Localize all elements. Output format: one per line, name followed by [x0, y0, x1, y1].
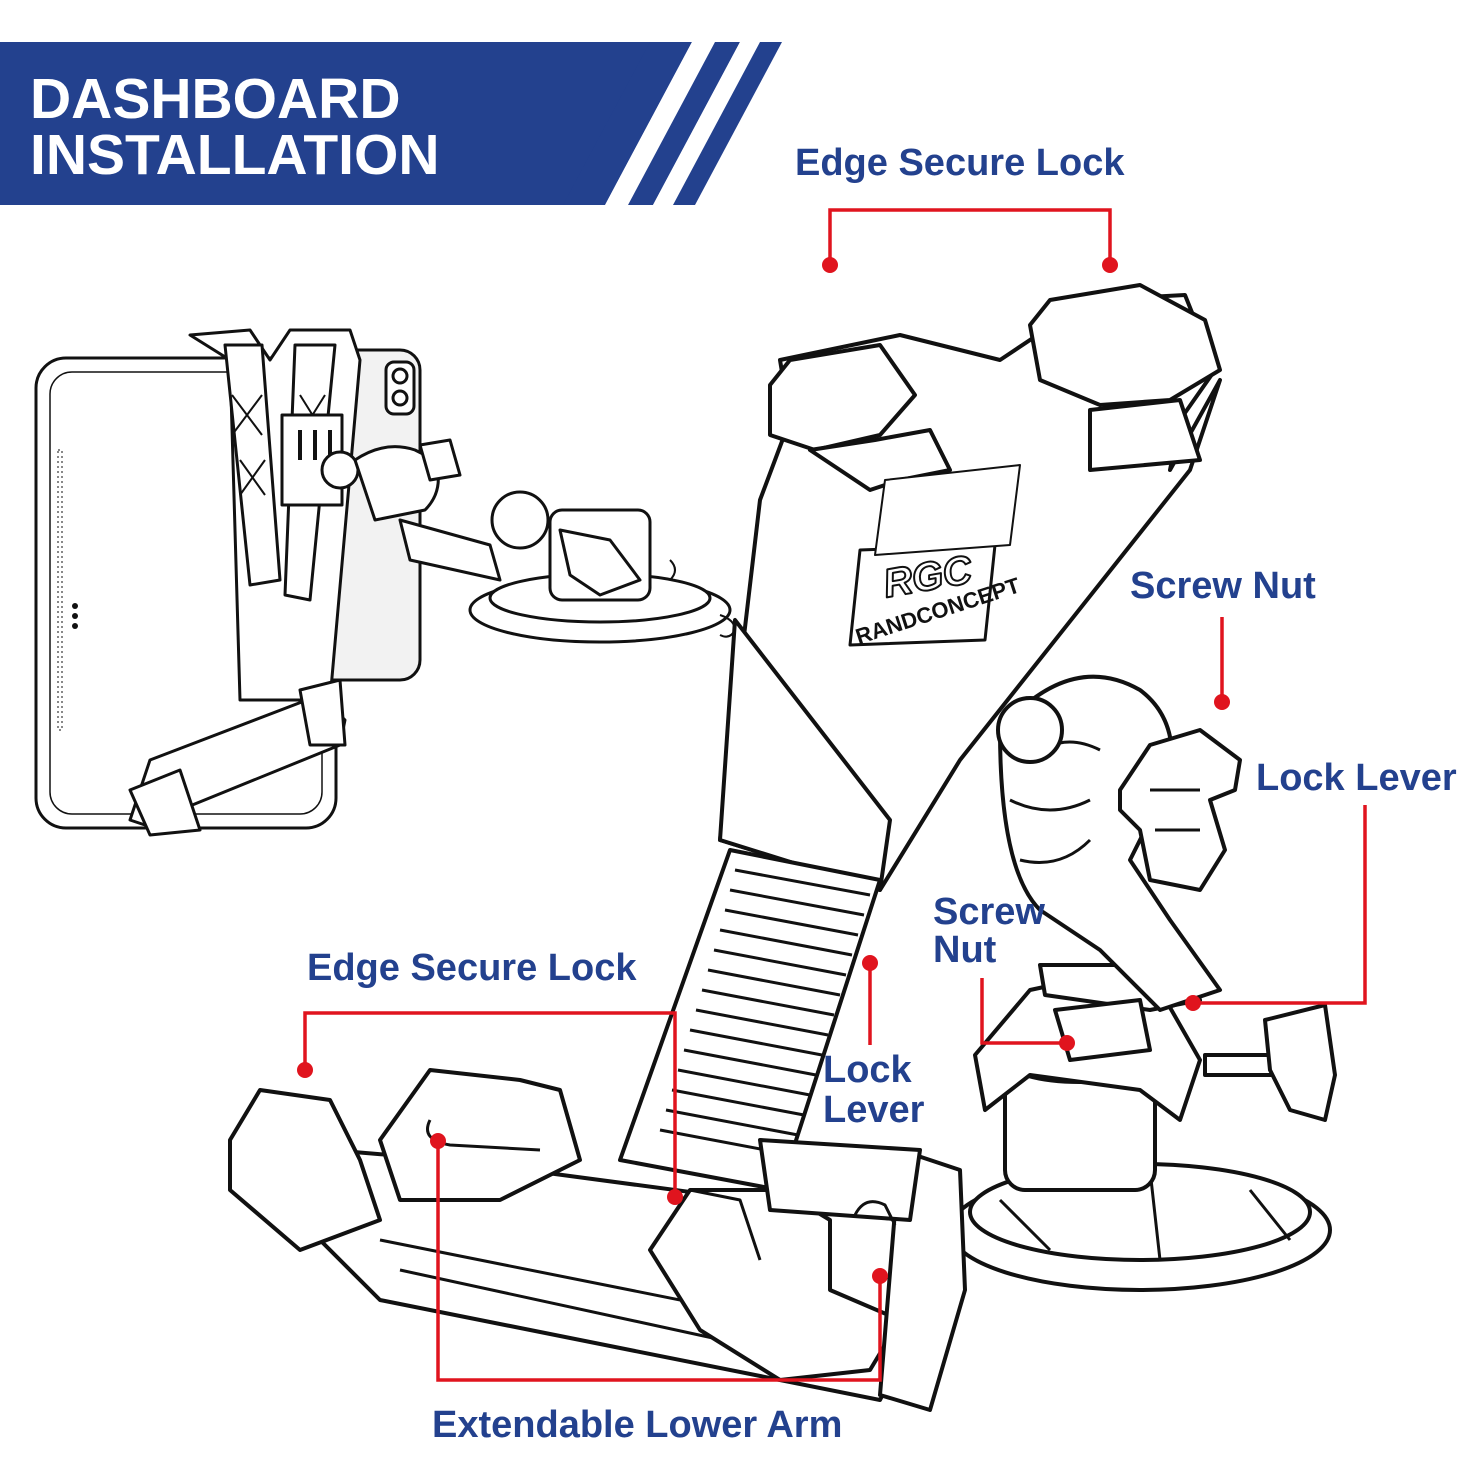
leader-extendable-lower-arm [436, 1143, 882, 1382]
label-screw-nut-right: Screw Nut [1130, 565, 1316, 607]
leader-screw-nut-mid [980, 978, 1065, 1045]
leader-edge-secure-lock-left [303, 1011, 677, 1195]
banner-stripe [673, 42, 782, 205]
label-lock-lever-mid-line2: Lever [823, 1089, 925, 1131]
label-screw-nut-mid-line1: Screw [933, 891, 1045, 933]
small-mount-illustration [34, 328, 736, 837]
label-lock-lever-mid-line1: Lock [823, 1049, 913, 1091]
leader-lock-lever-right [1195, 805, 1367, 1005]
leader-edge-secure-lock-top [828, 208, 1112, 263]
banner-title-line2: INSTALLATION [30, 123, 440, 187]
leader-lines [303, 208, 1367, 1382]
large-mount-illustration: RANDCONCEPT RGC [228, 283, 1337, 1412]
banner: DASHBOARD INSTALLATION [0, 42, 782, 205]
leader-dots [297, 257, 1230, 1284]
banner-stripe [563, 42, 692, 205]
label-edge-secure-lock-left: Edge Secure Lock [307, 947, 637, 989]
banner-stripe [628, 42, 740, 205]
callout-labels: Edge Secure Lock Screw Nut Lock Lever Sc… [307, 142, 1457, 1446]
label-extendable-lower-arm: Extendable Lower Arm [432, 1404, 842, 1446]
label-lock-lever-right: Lock Lever [1256, 757, 1457, 799]
arm-ribs [659, 868, 871, 1157]
banner-title-line1: DASHBOARD [30, 67, 401, 131]
label-screw-nut-mid-line2: Nut [933, 929, 997, 971]
label-edge-secure-lock-top: Edge Secure Lock [795, 142, 1125, 184]
